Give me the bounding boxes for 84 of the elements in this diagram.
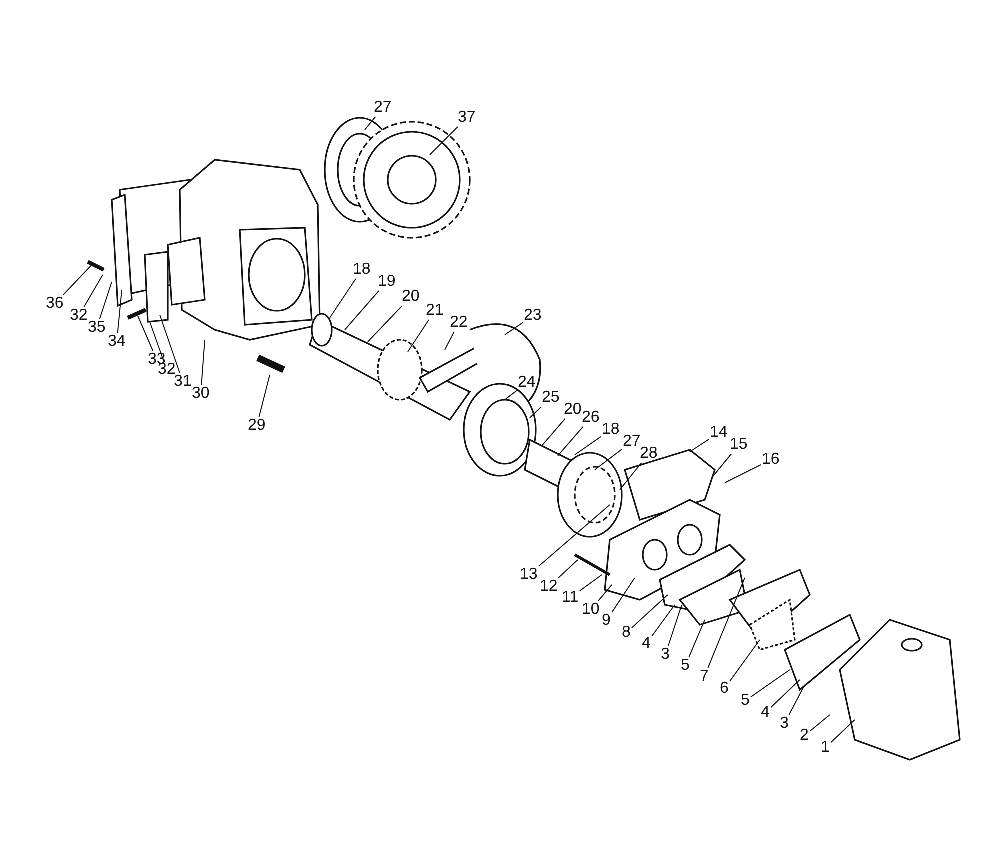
callout-number: 12 xyxy=(540,579,558,595)
leader-line xyxy=(580,574,602,592)
callout-number: 35 xyxy=(88,320,106,336)
callout-number: 4 xyxy=(642,636,651,652)
leader-line xyxy=(99,282,112,320)
callout-number: 10 xyxy=(582,602,600,618)
leader-line xyxy=(444,332,455,350)
callout-number: 20 xyxy=(564,402,582,418)
callout-number: 23 xyxy=(524,308,542,324)
leader-line xyxy=(788,684,806,716)
leader-line xyxy=(594,449,622,470)
leader-line xyxy=(750,670,790,698)
callout-number: 9 xyxy=(602,613,611,629)
callout-number: 21 xyxy=(426,303,444,319)
callout-number: 27 xyxy=(623,434,641,450)
callout-number: 32 xyxy=(158,362,176,378)
leader-line xyxy=(117,290,122,334)
leader-line xyxy=(84,274,104,308)
callout-number: 25 xyxy=(542,390,560,406)
callout-number: 28 xyxy=(640,446,658,462)
callout-number: 27 xyxy=(374,100,392,116)
callout-number: 14 xyxy=(710,425,728,441)
callout-number: 11 xyxy=(562,590,579,606)
leader-line xyxy=(632,594,668,628)
leader-line xyxy=(150,322,164,362)
leader-line xyxy=(730,640,760,682)
leader-line xyxy=(690,439,710,452)
leader-line xyxy=(598,584,612,602)
callout-number: 1 xyxy=(821,740,830,756)
leader-line xyxy=(668,604,682,646)
callout-number: 5 xyxy=(681,658,690,674)
leader-line xyxy=(724,464,762,484)
leader-line xyxy=(368,306,403,342)
leader-line xyxy=(558,560,578,578)
callout-number: 3 xyxy=(661,647,670,663)
leader-line xyxy=(138,316,154,352)
callout-number: 36 xyxy=(46,296,64,312)
callout-number: 34 xyxy=(108,334,126,350)
leader-line xyxy=(652,604,676,637)
leader-line xyxy=(830,720,856,744)
callout-number: 19 xyxy=(378,274,396,290)
callout-number: 6 xyxy=(720,681,729,697)
callout-number: 29 xyxy=(248,418,266,434)
callout-number: 7 xyxy=(700,669,709,685)
leader-line xyxy=(201,340,206,386)
callout-number: 4 xyxy=(761,705,770,721)
callout-number: 5 xyxy=(741,693,750,709)
leader-line xyxy=(542,418,566,446)
callout-number: 16 xyxy=(762,452,780,468)
leader-line xyxy=(504,322,524,336)
leader-line xyxy=(63,264,92,296)
leader-line xyxy=(504,390,518,400)
callout-number: 37 xyxy=(458,110,476,126)
leader-line xyxy=(530,406,542,418)
callout-number: 18 xyxy=(602,422,620,438)
callout-number: 24 xyxy=(518,375,536,391)
leader-line xyxy=(620,462,642,490)
leader-line xyxy=(330,278,356,318)
leader-line xyxy=(344,290,380,330)
callout-number: 8 xyxy=(622,625,631,641)
leader-line xyxy=(770,680,800,708)
leader-line xyxy=(558,426,584,456)
leader-line xyxy=(688,620,706,658)
callout-number: 3 xyxy=(780,716,789,732)
leader-line xyxy=(574,436,602,456)
leader-line xyxy=(708,578,746,668)
callout-number: 15 xyxy=(730,437,748,453)
callout-number: 32 xyxy=(70,308,88,324)
callout-number: 2 xyxy=(800,728,809,744)
callout-number: 18 xyxy=(353,262,371,278)
callout-number: 22 xyxy=(450,315,468,331)
leader-line xyxy=(538,504,610,567)
leader-line xyxy=(612,578,636,614)
leader-line xyxy=(258,374,270,418)
leader-line xyxy=(408,320,430,352)
leader-line xyxy=(712,454,732,478)
callout-number: 30 xyxy=(192,386,210,402)
callout-number: 13 xyxy=(520,567,538,583)
leader-line xyxy=(364,116,376,130)
callout-number: 20 xyxy=(402,289,420,305)
callout-number: 26 xyxy=(582,410,600,426)
leader-line xyxy=(160,314,180,374)
leader-line xyxy=(810,714,830,732)
callout-number: 31 xyxy=(174,374,192,390)
